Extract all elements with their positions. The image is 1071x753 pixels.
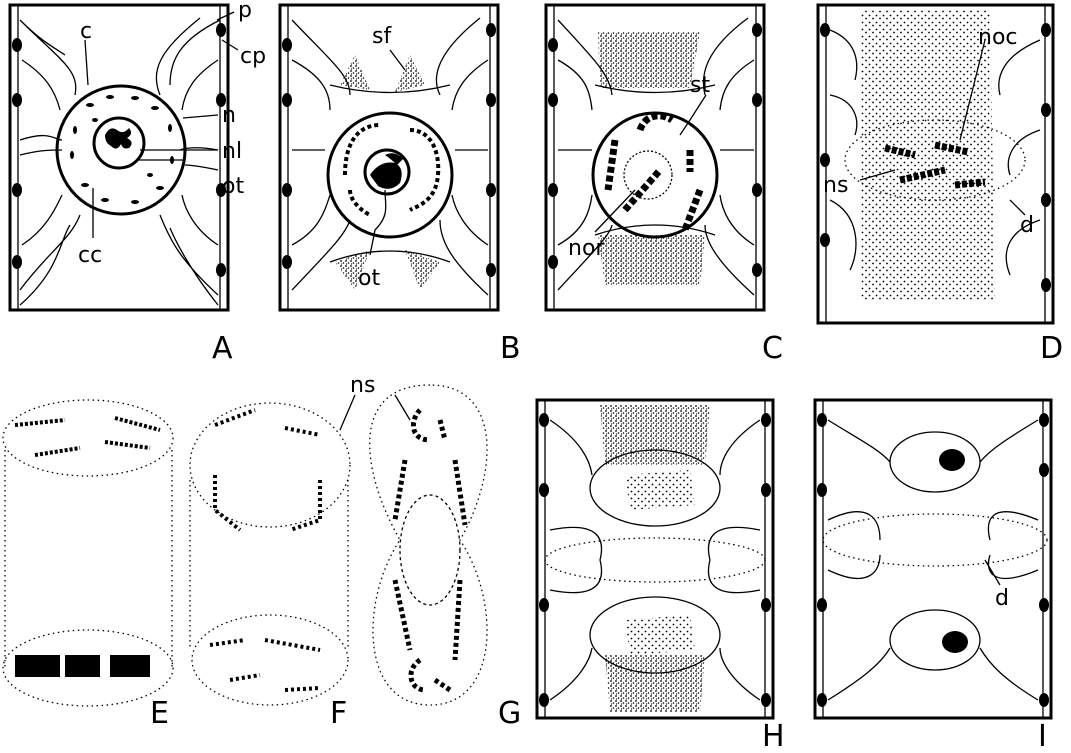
chromosomes [608,116,700,230]
label-cc: cc [78,243,102,268]
daughter-nucleus-top [890,432,980,492]
chromosomes-top [15,418,160,455]
label-sf: sf [372,24,392,49]
chromosomes [395,410,465,690]
spindle-region-bottom [598,235,705,285]
label-cp: cp [240,44,266,69]
panel-e: E [3,400,173,731]
panel-label-a: A [212,331,233,366]
panel-label-h: H [762,719,785,753]
panel-b: sf ot B [280,5,521,366]
panel-label-f: F [330,696,347,731]
panel-label-i: I [1038,719,1047,753]
label-d: d [995,586,1009,611]
label-d: d [1020,213,1034,238]
panel-label-e: E [150,696,169,731]
nucleolar-organizer [105,128,132,149]
label-ot: ot [222,174,244,199]
label-st: st [690,73,710,98]
cytoplasmic-strands [20,18,220,305]
cell-wall [10,5,228,310]
chromosomes-bottom [210,640,320,690]
spindle-region-top [598,32,700,88]
spindle-region [860,10,995,300]
panel-label-c: C [762,331,783,366]
label-nor: nor [568,236,605,261]
panel-label-d: D [1040,331,1063,366]
label-ot: ot [358,266,380,291]
label-ns: ns [350,373,375,398]
label-noc: noc [978,25,1018,50]
panel-c: st nor C [546,5,783,366]
panel-i: d I [815,400,1051,753]
panel-d: noc ns d D [818,5,1063,366]
cell-plate [823,514,1047,566]
panel-h: H [537,400,785,753]
panel-label-b: B [500,331,521,366]
forming-cell-plate [545,538,765,582]
label-ns: ns [823,173,848,198]
label-nl: nl [222,139,242,164]
label-p: p [238,0,252,23]
panel-label-g: G [498,696,521,731]
panel-a: p cp c n nl ot cc A [10,0,266,366]
chromosomes-bottom [15,655,150,677]
panel-g: ns G [340,373,521,731]
chromosomes-top [215,410,320,530]
panel-f: F [190,403,350,731]
label-n: n [222,103,236,128]
label-c: c [80,19,92,44]
